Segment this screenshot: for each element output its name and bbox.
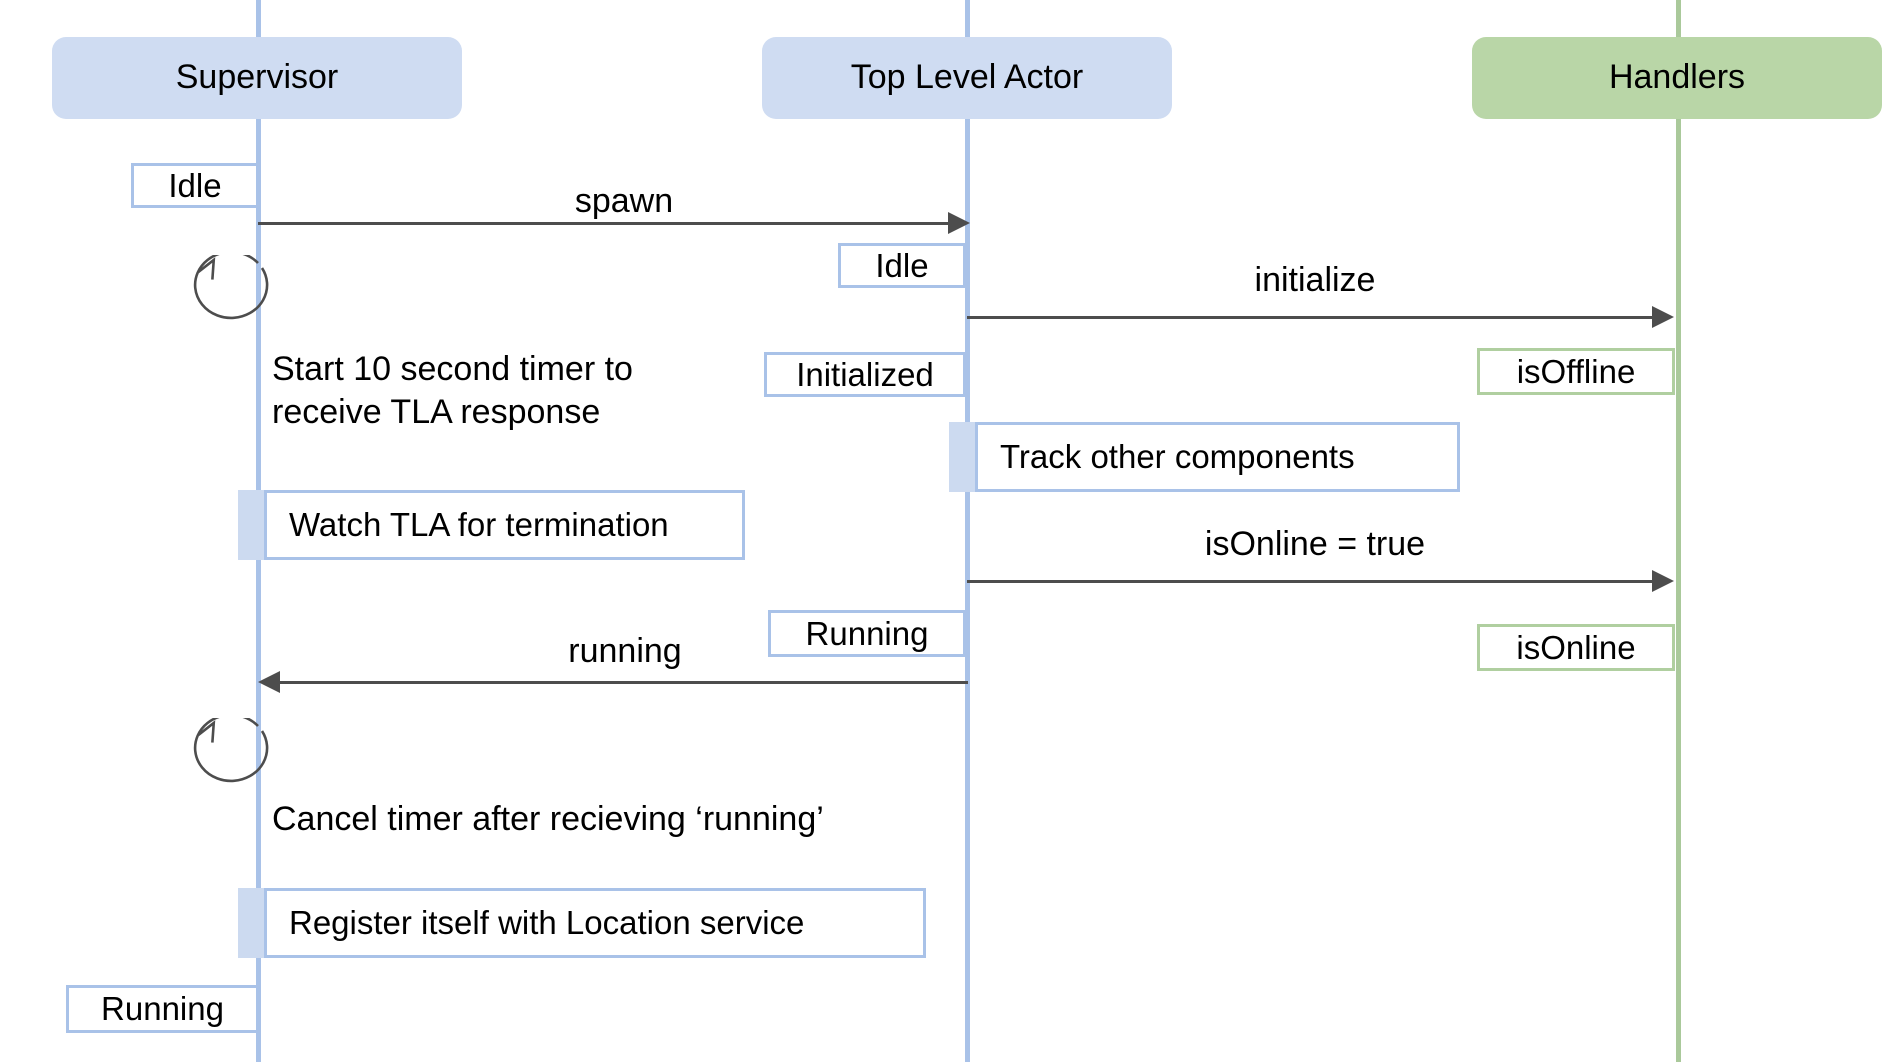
message-arrow-spawn <box>258 222 963 225</box>
lifeline-top-level-actor <box>965 0 970 1062</box>
message-label-running: running <box>568 632 682 670</box>
message-arrow-isonline-true <box>967 580 1667 583</box>
actor-header-top-level-actor[interactable]: Top Level Actor <box>762 37 1172 119</box>
state-box-supervisor-idle-label: Idle <box>168 166 222 204</box>
lifeline-handlers <box>1676 0 1681 1062</box>
state-box-tla-initialized-label: Initialized <box>796 355 934 393</box>
arrowhead-spawn-icon <box>948 212 970 234</box>
state-box-supervisor-idle: Idle <box>131 163 259 208</box>
self-loop-icon-cancel-timer <box>185 713 305 798</box>
message-arrow-initialize <box>967 316 1667 319</box>
activation-bar-supervisor-watch <box>238 490 264 560</box>
state-box-supervisor-running-label: Running <box>101 990 224 1027</box>
actor-header-handlers[interactable]: Handlers <box>1472 37 1882 119</box>
activity-watch-tla-for-termination: Watch TLA for termination <box>238 490 745 560</box>
activity-register-with-location-service-label: Register itself with Location service <box>264 888 926 958</box>
note-cancel-timer: Cancel timer after recieving ‘running’ <box>272 800 824 838</box>
message-arrow-running <box>268 681 968 684</box>
arrowhead-initialize-icon <box>1652 306 1674 328</box>
actor-header-top-level-actor-label: Top Level Actor <box>850 58 1084 97</box>
self-loop-icon-start-timer <box>185 250 305 335</box>
actor-header-supervisor-label: Supervisor <box>175 58 339 97</box>
message-label-isonline-true: isOnline = true <box>1204 525 1426 563</box>
state-box-tla-initialized: Initialized <box>764 352 966 397</box>
actor-header-handlers-label: Handlers <box>1608 58 1746 97</box>
activity-track-other-components-label: Track other components <box>975 422 1460 492</box>
state-box-handlers-isonline: isOnline <box>1477 624 1675 671</box>
state-box-tla-running: Running <box>768 610 966 657</box>
message-label-initialize: initialize <box>1254 261 1376 299</box>
actor-header-supervisor[interactable]: Supervisor <box>52 37 462 119</box>
state-box-supervisor-running: Running <box>66 985 259 1033</box>
arrowhead-isonline-true-icon <box>1652 570 1674 592</box>
note-start-timer: Start 10 second timer to receive TLA res… <box>272 350 633 431</box>
activation-bar-supervisor-register <box>238 888 264 958</box>
activity-watch-tla-for-termination-label: Watch TLA for termination <box>264 490 745 560</box>
state-box-tla-running-label: Running <box>805 614 929 652</box>
state-box-tla-idle: Idle <box>838 243 966 288</box>
activity-register-with-location-service: Register itself with Location service <box>238 888 926 958</box>
activation-bar-tla <box>949 422 975 492</box>
activity-track-other-components: Track other components <box>949 422 1460 492</box>
arrowhead-running-icon <box>258 671 280 693</box>
state-box-tla-idle-label: Idle <box>875 246 929 284</box>
state-box-handlers-isoffline: isOffline <box>1477 348 1675 395</box>
message-label-spawn: spawn <box>574 182 674 220</box>
state-box-handlers-isoffline-label: isOffline <box>1516 352 1636 390</box>
state-box-handlers-isonline-label: isOnline <box>1516 628 1636 666</box>
